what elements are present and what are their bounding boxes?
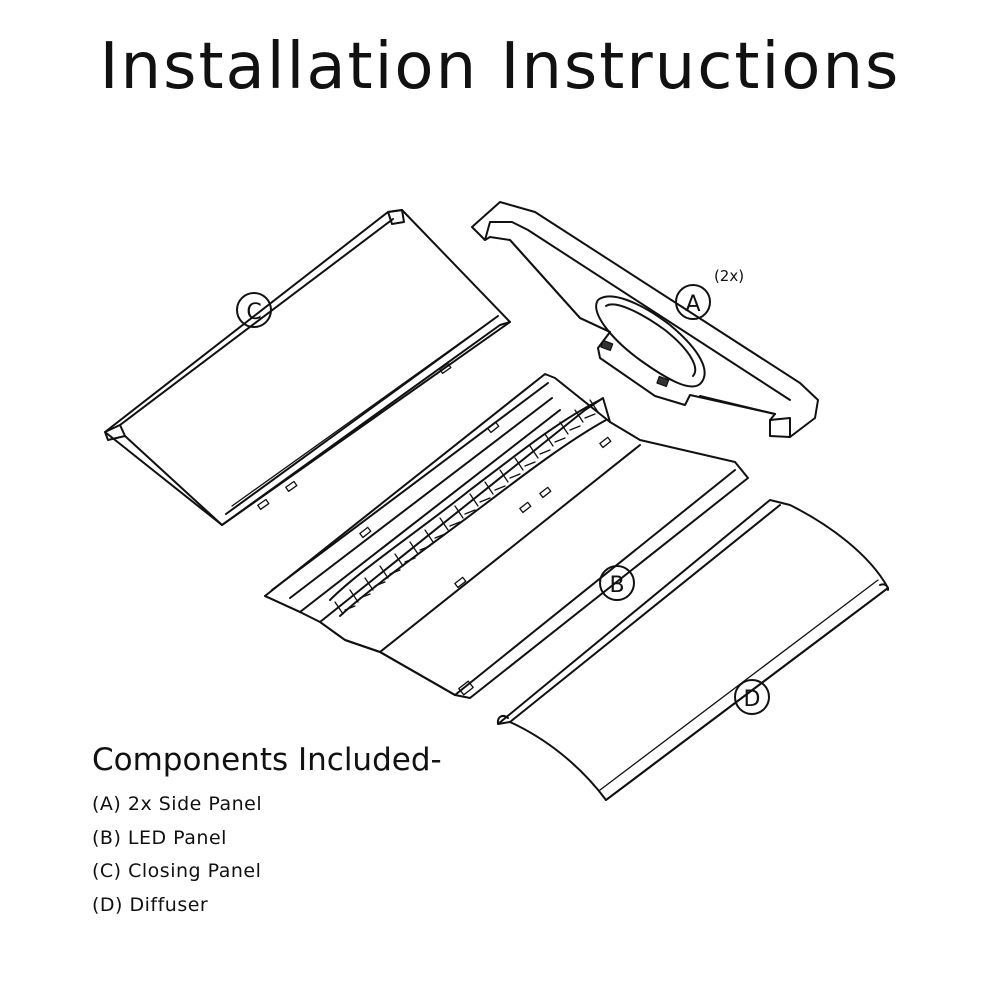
component-item-b: (B) LED Panel xyxy=(92,826,227,849)
component-item-d: (D) Diffuser xyxy=(92,893,209,916)
label-b: B xyxy=(609,573,624,598)
component-item-a: (A) 2x Side Panel xyxy=(92,793,263,815)
components-heading: Components Included- xyxy=(92,742,442,778)
page-title: Installation Instructions xyxy=(99,30,901,104)
led-panel-b: B xyxy=(264,373,749,699)
diffuser-d: D xyxy=(496,499,889,801)
label-d: D xyxy=(744,687,761,712)
components-section: Components Included- (A) 2x Side Panel (… xyxy=(92,742,512,922)
closing-panel-c: C xyxy=(104,209,511,526)
side-panel-a: A (2x) xyxy=(471,201,819,438)
label-c: C xyxy=(246,300,261,325)
label-a-quantity: (2x) xyxy=(714,267,744,285)
components-list: (A) 2x Side Panel (B) LED Panel (C) Clos… xyxy=(92,788,512,922)
label-a: A xyxy=(685,292,700,317)
component-item-c: (C) Closing Panel xyxy=(92,860,262,882)
